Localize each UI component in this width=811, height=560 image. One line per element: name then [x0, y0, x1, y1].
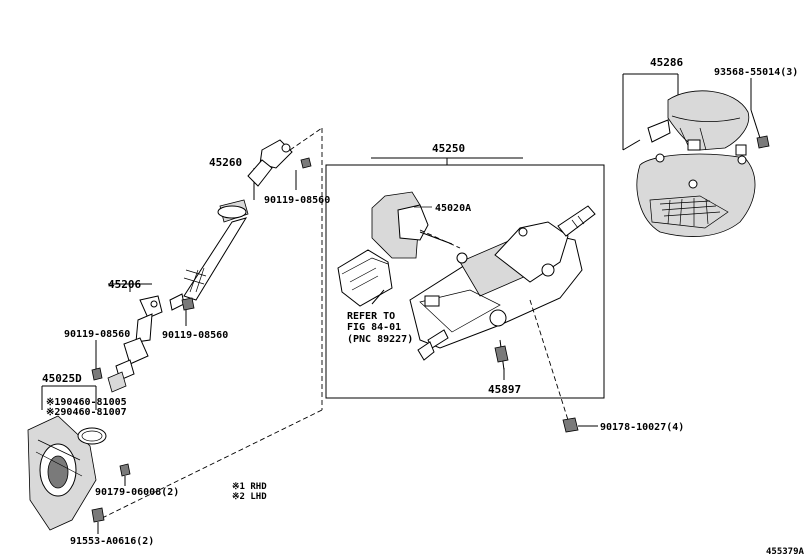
- label-90179-06008: 90179-06008(2): [95, 487, 179, 498]
- nut-90178: [562, 417, 598, 433]
- label-190460-81005: ※190460-81005: [46, 397, 127, 408]
- bolt-90119-upper: [295, 157, 312, 190]
- refer-text-line1: REFER TO: [347, 311, 395, 322]
- label-91553-a0616: 91553-A0616(2): [70, 536, 154, 547]
- column-assembly-box: [325, 157, 605, 399]
- steering-lock-45020a: [371, 191, 453, 259]
- bolt-90119-mid: [181, 297, 195, 326]
- figure-id: 455379A: [766, 547, 805, 557]
- label-45250: 45250: [432, 142, 465, 155]
- label-90119-08560-c: 90119-08560: [162, 330, 228, 341]
- label-90119-08560-b: 90119-08560: [64, 329, 130, 340]
- label-93568-55014: 93568-55014(3): [714, 67, 798, 78]
- bolt-91553: [91, 507, 105, 534]
- label-45260: 45260: [209, 156, 242, 169]
- refer-text-line3: (PNC 89227): [347, 334, 413, 345]
- intermediate-shaft-45260: [183, 139, 293, 301]
- label-290460-81007: ※290460-81007: [46, 407, 127, 418]
- legend-lhd: ※2 LHD: [232, 492, 267, 502]
- label-45286: 45286: [650, 56, 683, 69]
- universal-joint-45206: [107, 283, 185, 393]
- column-cover-45286: [622, 73, 756, 237]
- bolt-90179: [119, 463, 131, 486]
- label-45897: 45897: [488, 383, 521, 396]
- refer-text-line2: FIG 84-01: [347, 322, 401, 333]
- label-90178-10027: 90178-10027(4): [600, 422, 684, 433]
- dashed-guides: [97, 127, 461, 521]
- label-45206: 45206: [108, 278, 141, 291]
- bolt-45897: [494, 339, 509, 380]
- label-45025d: 45025D: [42, 372, 82, 385]
- control-module-ref: [337, 249, 393, 307]
- steering-column-body: [409, 205, 596, 361]
- bolt-90119-left: [91, 340, 103, 381]
- dust-seal-45025d: [27, 385, 107, 531]
- label-45020a: 45020A: [435, 203, 471, 214]
- label-90119-08560-a: 90119-08560: [264, 195, 330, 206]
- screw-93568: [750, 78, 770, 149]
- leader-90178: [529, 299, 569, 421]
- legend-rhd: ※1 RHD: [232, 482, 267, 492]
